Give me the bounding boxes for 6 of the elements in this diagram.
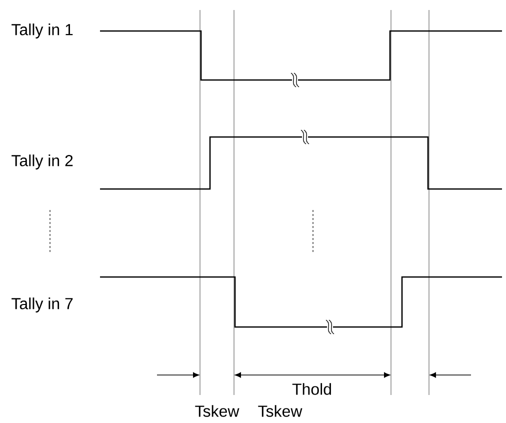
dimension-label: Thold [292, 383, 331, 395]
signal-label: Tally in 7 [12, 298, 73, 312]
signal-label: Tally in 2 [12, 154, 73, 170]
dimension-label: Tskew [195, 405, 240, 417]
signal-label: Tally in 1 [12, 24, 73, 38]
dimension-label: Tskew [258, 405, 302, 417]
